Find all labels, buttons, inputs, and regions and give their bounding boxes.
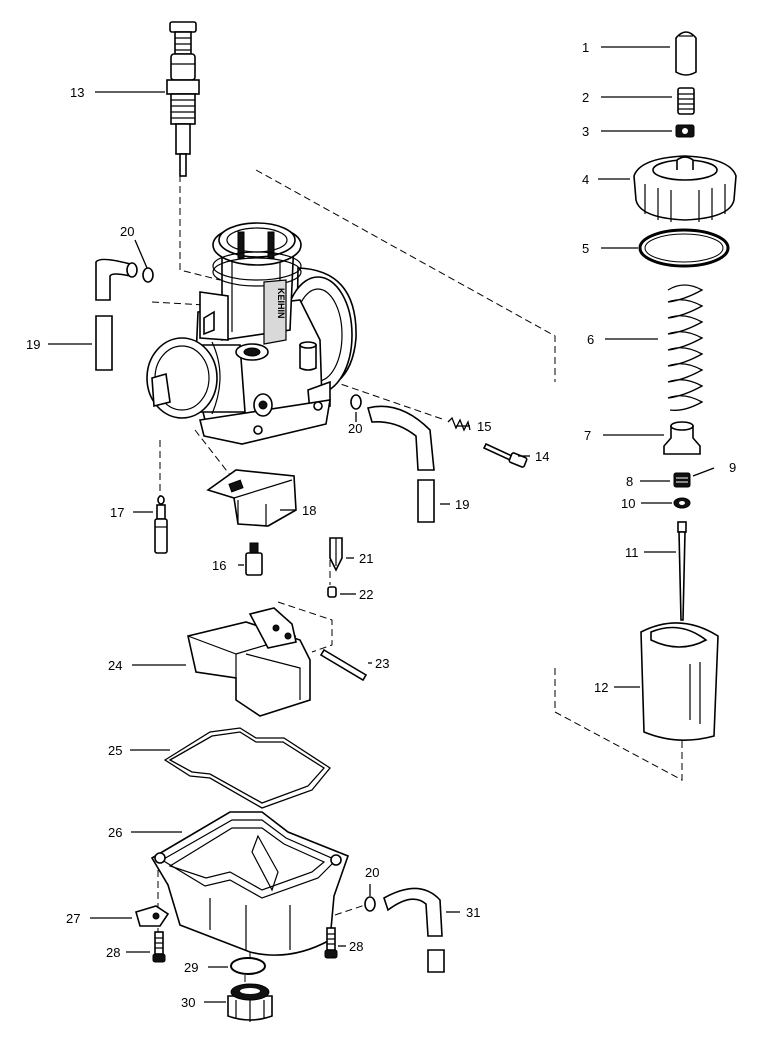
callout-22: 22 [359,587,373,602]
part-vent-hose-right [367,405,435,523]
callout-23: 23 [375,656,389,671]
callout-12: 12 [594,680,608,695]
callout-20-top: 20 [120,224,134,239]
callout-11: 11 [625,545,639,560]
part-throttle-slide [640,622,719,741]
part-bowl-screw-left [152,931,166,963]
part-vent-hose-left [95,258,138,371]
part-lock-nut [675,124,695,138]
part-bowl-gasket [163,727,331,809]
callout-15: 15 [477,419,491,434]
callout-leaders [48,46,715,1003]
part-baffle-plate [206,469,297,527]
part-jet-needle [677,521,687,621]
part-bowl-screw-right [324,927,338,959]
part-hose-clamp-mid [350,394,362,410]
part-float-bowl [150,811,350,956]
callout-30: 30 [181,995,195,1010]
callout-8: 8 [626,474,633,489]
part-top-cap [633,155,737,222]
callout-3: 3 [582,124,589,139]
part-washer [673,497,691,509]
callout-16: 16 [212,558,226,573]
callout-25: 25 [108,743,122,758]
part-float-clip [327,586,337,598]
callout-20-mid: 20 [348,421,362,436]
callout-19-left: 19 [26,337,40,352]
part-screw-spring [447,416,471,432]
carburetor-body: KEIHIN [146,222,357,445]
part-drain-plug [227,983,273,1022]
part-hose-clamp-top [142,267,154,283]
callout-24: 24 [108,658,122,673]
part-overflow-hose [383,887,445,973]
part-choke-plunger-13 [166,21,200,177]
callout-21: 21 [359,551,373,566]
callout-2: 2 [582,90,589,105]
callout-19-right: 19 [455,497,469,512]
callout-20-low: 20 [365,865,379,880]
body-lettering: KEIHIN [276,288,286,319]
part-needle-clip [673,472,691,488]
callout-26: 26 [108,825,122,840]
callout-labels: 1 2 3 4 5 6 7 8 9 10 11 12 13 14 15 16 1… [26,40,736,1010]
callout-4: 4 [582,172,589,187]
part-needle-jet [154,495,168,554]
part-throttle-spring [667,284,704,411]
callout-9: 9 [729,460,736,475]
part-bracket [135,905,170,927]
callout-5: 5 [582,241,589,256]
callout-17: 17 [110,505,124,520]
part-cable-adjuster [677,87,695,115]
part-main-jet [245,542,263,576]
callout-18: 18 [302,503,316,518]
callout-29: 29 [184,960,198,975]
part-float-pin [319,648,368,682]
assembly-dashed-lines [151,169,683,990]
part-float [187,607,311,717]
part-needle-holder [663,421,701,455]
callout-13: 13 [70,85,84,100]
part-drain-o-ring [230,957,266,975]
callout-7: 7 [584,428,591,443]
part-hose-clamp-low [364,896,376,912]
callout-14: 14 [535,449,549,464]
part-needle-valve [329,537,343,572]
callout-28-right: 28 [349,939,363,954]
callout-28-left: 28 [106,945,120,960]
callout-31: 31 [466,905,480,920]
part-cap-o-ring [638,228,730,268]
callout-10: 10 [621,496,635,511]
callout-1: 1 [582,40,589,55]
callout-27: 27 [66,911,80,926]
callout-6: 6 [587,332,594,347]
part-cable-cap [675,31,697,76]
